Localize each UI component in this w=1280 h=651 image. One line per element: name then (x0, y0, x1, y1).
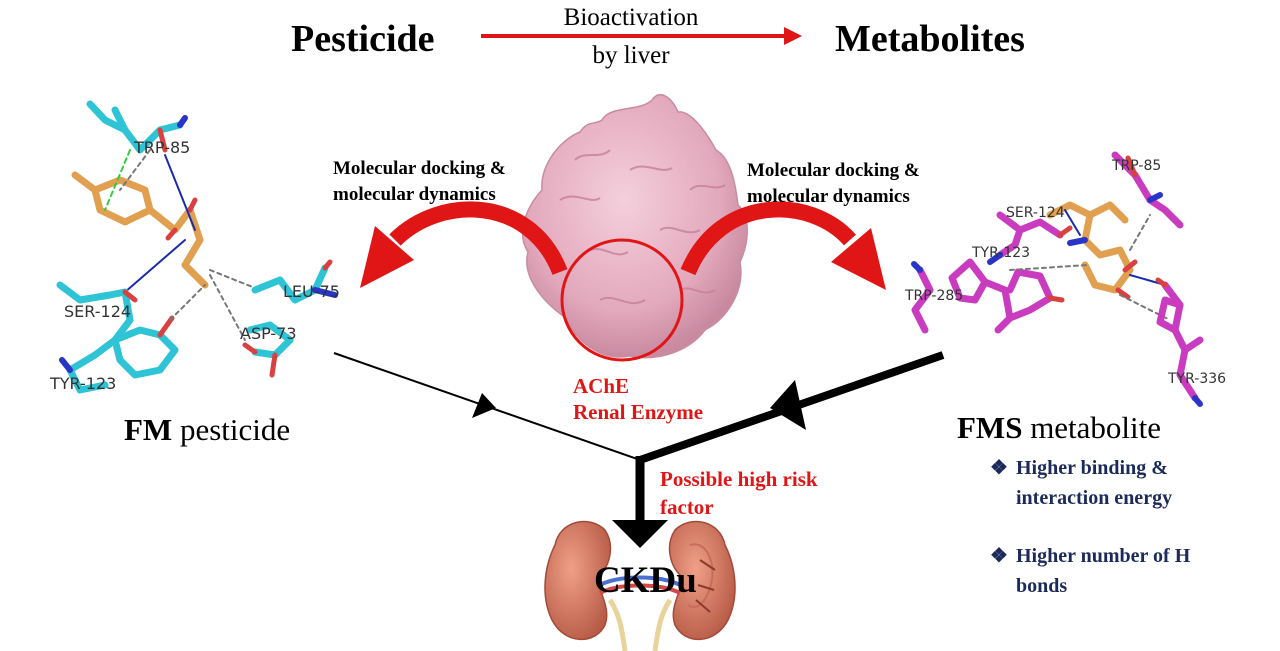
bioactivation-caption-line2: by liver (592, 42, 670, 69)
bullet-mark-icon: ❖ (990, 545, 1008, 567)
bullet-item: ❖ Higher number of H (990, 545, 1190, 568)
left-compound-desc: pesticide (172, 412, 291, 447)
left-ligand-complex-icon (56, 100, 338, 394)
right-method-line1: Molecular docking & (747, 160, 920, 181)
left-residue-label: ASP-73 (240, 324, 297, 343)
right-residue-label: TRP-285 (905, 288, 964, 304)
kidneys-icon (544, 520, 736, 651)
bullet-item: ❖ Higher binding & (990, 457, 1168, 480)
metabolites-title: Metabolites (835, 18, 1025, 60)
right-residue-label: TRP-85 (1112, 158, 1162, 174)
right-compound-abbrev: FMS (957, 410, 1023, 445)
right-residue-label: TYR-336 (1168, 371, 1227, 387)
left-residue-label: LEU-75 (283, 282, 340, 301)
right-curved-arrow (680, 201, 886, 290)
protein-surface-icon (521, 94, 748, 362)
left-compound-abbrev: FM (124, 412, 173, 447)
left-residue-label: TYR-123 (50, 374, 117, 393)
left-curved-arrow (360, 201, 568, 288)
enzyme-name: AChE (573, 374, 630, 398)
enzyme-type: Renal Enzyme (573, 400, 704, 424)
bullet-line-continued: interaction energy (1016, 487, 1173, 509)
risk-line1: Possible high risk (660, 467, 818, 491)
right-residue-label: SER-124 (1006, 205, 1065, 221)
right-compound-label: FMS metabolite (957, 410, 1161, 446)
right-method-line2: molecular dynamics (747, 186, 910, 207)
bioactivation-caption-line1: Bioactivation (563, 4, 699, 31)
right-ligand-complex-icon (911, 151, 1204, 407)
risk-line2: factor (660, 495, 714, 519)
left-method-line1: Molecular docking & (333, 158, 506, 179)
pesticide-title: Pesticide (291, 18, 435, 60)
convergence-lines (333, 351, 945, 548)
right-compound-desc: metabolite (1022, 410, 1162, 445)
bullet-line: Higher binding & (1016, 457, 1168, 479)
bullet-line-continued: bonds (1016, 575, 1068, 597)
right-residue-label: TYR-123 (972, 245, 1031, 261)
left-compound-label: FM pesticide (124, 412, 290, 448)
left-residue-label: SER-124 (64, 302, 132, 321)
left-residue-label: TRP-85 (134, 138, 191, 157)
bullet-line: Higher number of H (1016, 545, 1191, 567)
bioactivation-arrow (481, 27, 802, 45)
bullet-mark-icon: ❖ (990, 457, 1008, 479)
outcome-label: CKDu (594, 560, 697, 601)
left-method-line2: molecular dynamics (333, 184, 496, 205)
